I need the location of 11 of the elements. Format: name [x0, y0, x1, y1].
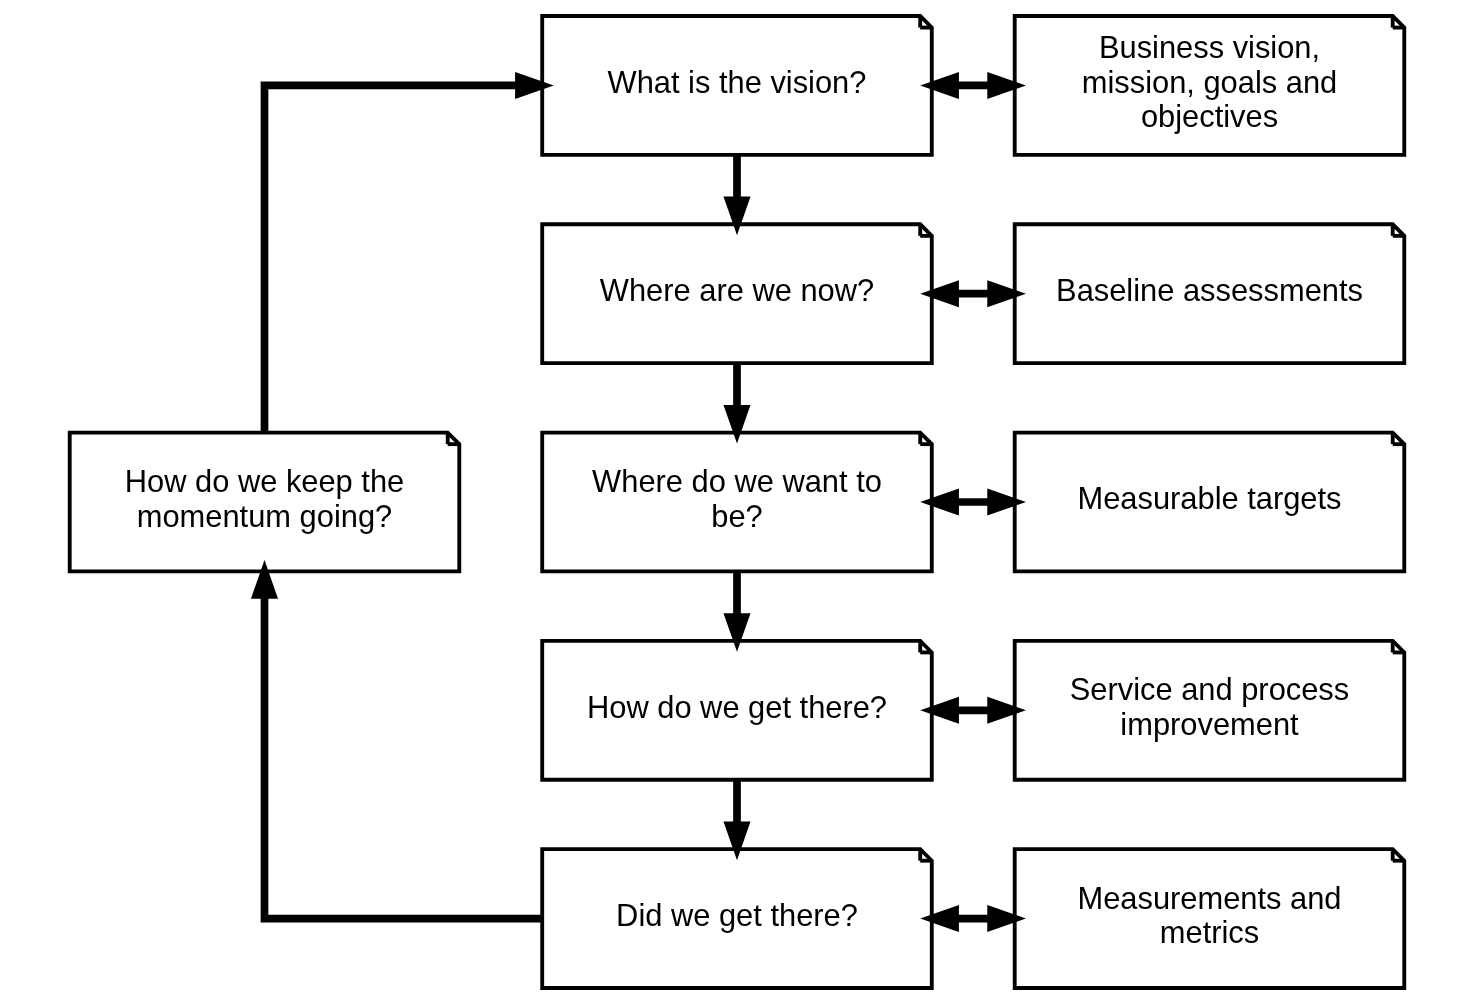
arrow [919, 905, 1026, 933]
arrow [722, 155, 751, 236]
arrow [919, 488, 1026, 516]
arrow [260, 71, 554, 433]
arrow [250, 560, 542, 923]
arrow [919, 71, 1026, 99]
arrow [919, 696, 1026, 724]
arrow [919, 280, 1026, 308]
arrow [722, 571, 751, 652]
arrow [722, 363, 751, 444]
arrow [722, 780, 751, 861]
